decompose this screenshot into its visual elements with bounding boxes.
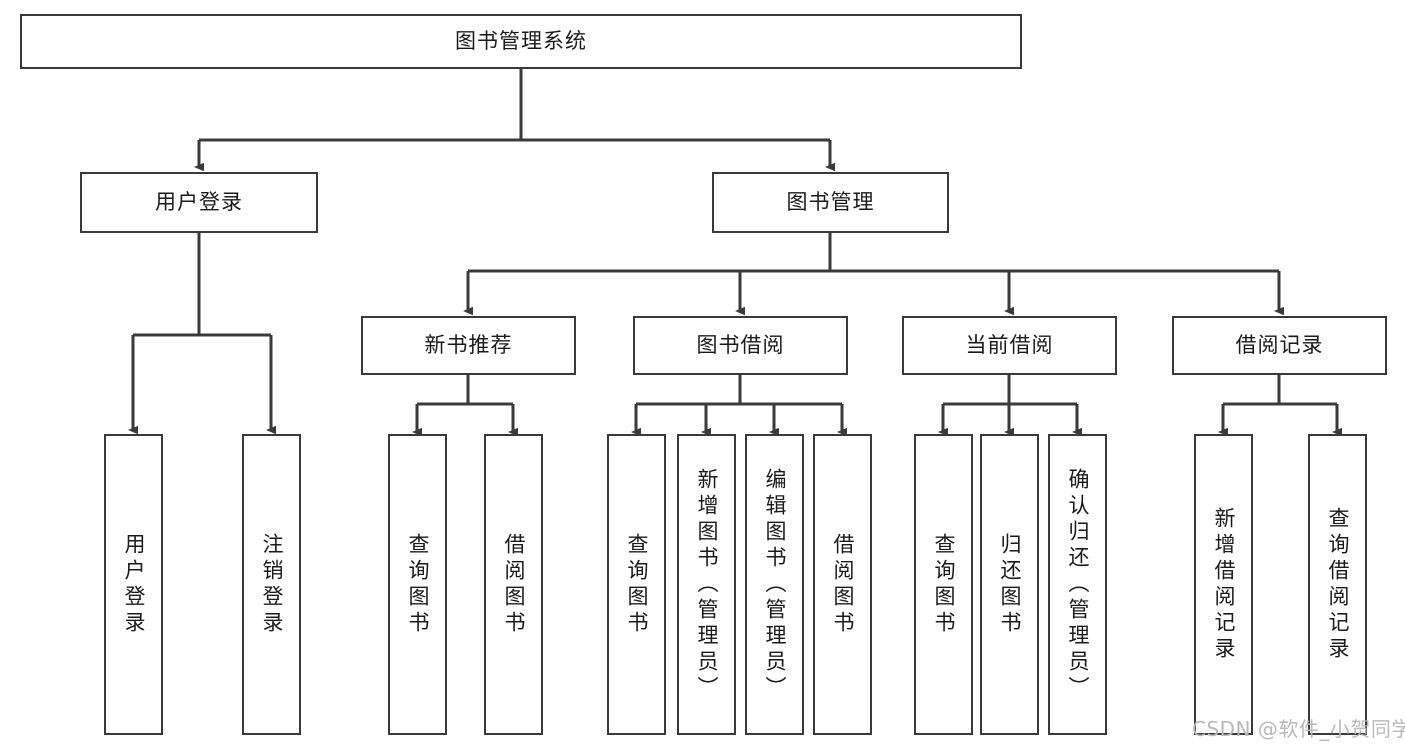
node-leaf-add-record-label: 新增借阅记录 xyxy=(1212,506,1236,663)
node-leaf-add-book-label: 新增图书（管理员） xyxy=(695,467,719,702)
node-leaf-confirm-return-label: 确认归还（管理员） xyxy=(1066,467,1090,702)
node-leaf-borrow-book-2-label: 借阅图书 xyxy=(831,532,855,637)
node-user-login[interactable]: 用户登录 xyxy=(80,172,318,233)
node-root[interactable]: 图书管理系统 xyxy=(20,14,1022,69)
node-leaf-user-logout-label: 注销登录 xyxy=(260,532,284,637)
node-leaf-query-book-3-label: 查询图书 xyxy=(932,532,956,637)
node-leaf-user-login[interactable]: 用户登录 xyxy=(104,434,163,735)
node-leaf-borrow-book-1-label: 借阅图书 xyxy=(502,532,526,637)
node-book-borrow-label: 图书借阅 xyxy=(696,332,785,357)
node-borrow-record[interactable]: 借阅记录 xyxy=(1172,316,1387,375)
node-leaf-user-login-label: 用户登录 xyxy=(122,532,146,637)
node-leaf-confirm-return[interactable]: 确认归还（管理员） xyxy=(1048,434,1107,735)
node-leaf-borrow-book-2[interactable]: 借阅图书 xyxy=(813,434,872,735)
node-leaf-return-book[interactable]: 归还图书 xyxy=(980,434,1039,735)
node-book-borrow[interactable]: 图书借阅 xyxy=(633,316,848,375)
node-leaf-query-record[interactable]: 查询借阅记录 xyxy=(1308,434,1367,735)
node-book-management-label: 图书管理 xyxy=(786,189,875,214)
node-leaf-query-book-3[interactable]: 查询图书 xyxy=(914,434,973,735)
node-leaf-edit-book-label: 编辑图书（管理员） xyxy=(763,467,787,702)
node-leaf-user-logout[interactable]: 注销登录 xyxy=(242,434,301,735)
node-leaf-return-book-label: 归还图书 xyxy=(998,532,1022,637)
csdn-watermark: CSDN @软件_小贺同学 xyxy=(1192,717,1405,741)
node-root-label: 图书管理系统 xyxy=(455,28,587,53)
node-current-borrow[interactable]: 当前借阅 xyxy=(902,316,1117,375)
node-leaf-query-book-1[interactable]: 查询图书 xyxy=(388,434,447,735)
node-new-book-recommend-label: 新书推荐 xyxy=(424,332,513,357)
node-leaf-borrow-book-1[interactable]: 借阅图书 xyxy=(484,434,543,735)
node-leaf-query-book-1-label: 查询图书 xyxy=(406,532,430,637)
node-leaf-query-book-2[interactable]: 查询图书 xyxy=(607,434,666,735)
node-leaf-query-record-label: 查询借阅记录 xyxy=(1326,506,1350,663)
node-leaf-add-record[interactable]: 新增借阅记录 xyxy=(1194,434,1253,735)
node-leaf-edit-book[interactable]: 编辑图书（管理员） xyxy=(745,434,804,735)
node-leaf-query-book-2-label: 查询图书 xyxy=(625,532,649,637)
node-leaf-add-book[interactable]: 新增图书（管理员） xyxy=(677,434,736,735)
node-book-management[interactable]: 图书管理 xyxy=(712,172,949,233)
node-user-login-label: 用户登录 xyxy=(155,189,243,214)
node-borrow-record-label: 借阅记录 xyxy=(1235,332,1324,357)
node-new-book-recommend[interactable]: 新书推荐 xyxy=(361,316,576,375)
node-current-borrow-label: 当前借阅 xyxy=(965,332,1054,357)
